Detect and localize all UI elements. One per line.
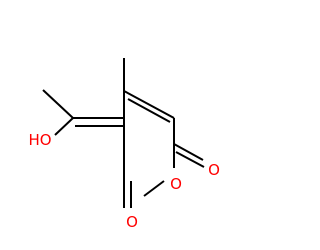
hydroxyl-label: HO: [28, 131, 51, 149]
ring-oxygen-label: O: [170, 175, 182, 193]
bottom-carbonyl-oxygen-label: O: [126, 213, 138, 231]
bond-hydroxyl: [54, 117, 74, 136]
bond-o1-c2: [143, 180, 165, 197]
bond-ethylidene-methyl: [42, 89, 74, 119]
right-carbonyl-oxygen-label: O: [208, 161, 220, 179]
bond-c6-carbonyl-double: [175, 151, 205, 168]
molecule-structure: O O O HO: [28, 58, 220, 231]
bond-c4-c5: [123, 90, 175, 119]
bond-c6-carbonyl: [173, 143, 204, 161]
bond-c4-c5-double: [127, 98, 171, 123]
